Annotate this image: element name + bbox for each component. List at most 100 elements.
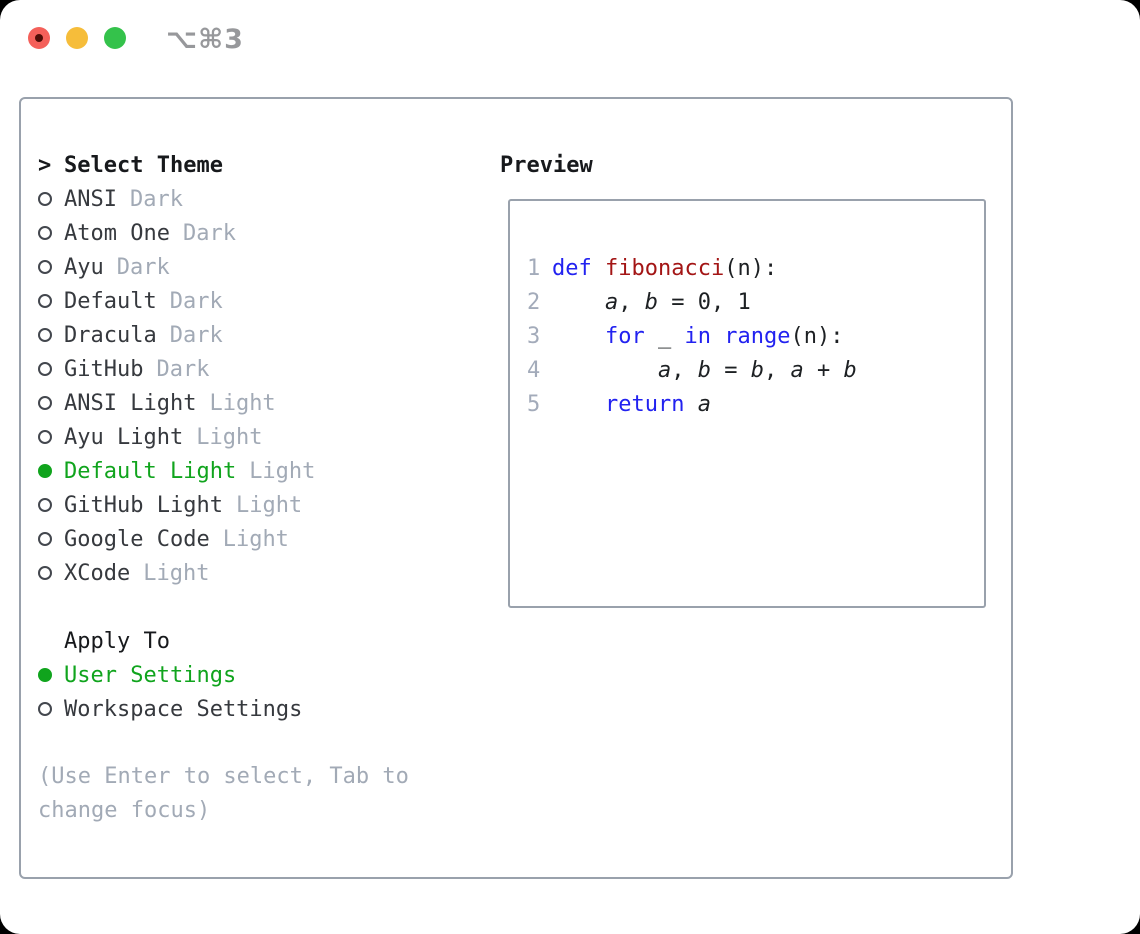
apply-option-label: User Settings	[64, 662, 237, 688]
apply-option-label: Workspace Settings	[64, 696, 303, 722]
theme-option-variant: Dark	[169, 288, 223, 314]
theme-option-github-light-light[interactable]: GitHub Light Light	[38, 488, 498, 522]
theme-option-variant: Dark	[156, 356, 210, 382]
theme-option-variant: Light	[235, 492, 303, 518]
line-number: 4	[527, 357, 541, 383]
code-line: 2 a, b = 0, 1	[510, 285, 984, 319]
radio-unselected-icon[interactable]	[38, 192, 52, 206]
code-token-plain	[592, 256, 605, 281]
code-line: 4 a, b = b, a + b	[510, 353, 984, 387]
select-theme-heading: Select Theme	[64, 152, 223, 178]
theme-option-atom-one-dark[interactable]: Atom One Dark	[38, 216, 498, 250]
code-token-plain: ,	[671, 357, 698, 383]
theme-option-dracula-dark[interactable]: Dracula Dark	[38, 318, 498, 352]
focus-cursor: >	[38, 152, 52, 178]
theme-option-label: Google Code	[64, 526, 210, 552]
code-token-var: a	[697, 391, 711, 417]
radio-unselected-icon[interactable]	[38, 294, 52, 308]
theme-option-label: GitHub Light	[64, 492, 223, 518]
code-token-kw: range	[724, 323, 791, 349]
theme-option-ayu-light-light[interactable]: Ayu Light Light	[38, 420, 498, 454]
code-token-plain	[684, 392, 697, 417]
theme-option-label: XCode	[64, 560, 131, 586]
theme-option-label: ANSI	[64, 186, 117, 212]
theme-option-label: Atom One	[64, 220, 170, 246]
theme-option-label: Default Light	[64, 458, 237, 484]
theme-option-label: Default	[64, 288, 157, 314]
line-number: 2	[527, 289, 541, 315]
theme-option-label: Ayu Light	[64, 424, 184, 450]
theme-option-ansi-dark[interactable]: ANSI Dark	[38, 182, 498, 216]
radio-unselected-icon[interactable]	[38, 702, 52, 716]
theme-option-default-light-light[interactable]: Default Light Light	[38, 454, 498, 488]
radio-unselected-icon[interactable]	[38, 328, 52, 342]
theme-option-label: Dracula	[64, 322, 157, 348]
close-button-dot	[35, 34, 43, 42]
radio-unselected-icon[interactable]	[38, 226, 52, 240]
code-token-plain	[552, 392, 605, 417]
preview-heading: Preview	[500, 152, 593, 178]
code-token-plain: _	[644, 323, 685, 349]
radio-unselected-icon[interactable]	[38, 566, 52, 580]
apply-option-user-settings[interactable]: User Settings	[38, 658, 498, 692]
theme-option-google-code-light[interactable]: Google Code Light	[38, 522, 498, 556]
spacer	[38, 726, 498, 760]
apply-option-workspace-settings[interactable]: Workspace Settings	[38, 692, 498, 726]
help-text: (Use Enter to select, Tab to change focu…	[38, 764, 409, 823]
maximize-button[interactable]	[104, 27, 126, 49]
code-token-plain: (n):	[790, 323, 844, 349]
theme-option-variant: Dark	[169, 322, 223, 348]
code-token-var: b	[697, 357, 711, 383]
theme-option-variant: Light	[249, 458, 316, 484]
theme-option-variant: Light	[196, 424, 263, 450]
radio-selected-icon[interactable]	[38, 668, 52, 682]
code-token-plain	[552, 358, 658, 383]
theme-option-github-dark[interactable]: GitHub Dark	[38, 352, 498, 386]
theme-option-label: Ayu	[64, 254, 104, 280]
code-token-plain: +	[803, 357, 844, 383]
theme-option-variant: Light	[222, 526, 289, 552]
code-token-var: b	[843, 357, 857, 383]
code-token-plain: ,	[763, 357, 791, 383]
theme-option-variant: Light	[143, 560, 210, 586]
radio-unselected-icon[interactable]	[38, 430, 52, 444]
code-token-kw: return	[604, 391, 685, 417]
radio-unselected-icon[interactable]	[38, 532, 52, 546]
theme-option-label: GitHub	[64, 356, 144, 382]
theme-option-default-dark[interactable]: Default Dark	[38, 284, 498, 318]
blank-line	[510, 421, 984, 455]
line-number: 3	[527, 323, 541, 349]
code-token-plain	[711, 324, 724, 349]
radio-unselected-icon[interactable]	[38, 396, 52, 410]
radio-unselected-icon[interactable]	[38, 498, 52, 512]
window-title-shortcut: ⌥⌘3	[166, 24, 244, 55]
theme-option-variant: Dark	[129, 186, 183, 212]
code-token-var: b	[644, 289, 658, 315]
radio-selected-icon[interactable]	[38, 464, 52, 478]
code-line: 5 return a	[510, 387, 984, 421]
code-token-plain	[552, 324, 605, 349]
code-token-fn: fibonacci	[605, 255, 725, 281]
code-token-kw: for	[604, 323, 645, 349]
code-token-var: a	[604, 289, 619, 315]
code-token-var: b	[750, 357, 764, 383]
theme-option-xcode-light[interactable]: XCode Light	[38, 556, 498, 590]
theme-option-label: ANSI Light	[64, 390, 197, 416]
close-button[interactable]	[28, 27, 50, 49]
code-token-plain: = 0, 1	[657, 289, 751, 315]
theme-option-variant: Dark	[182, 220, 236, 246]
radio-unselected-icon[interactable]	[38, 260, 52, 274]
select-theme-heading-row: > Select Theme	[38, 148, 498, 182]
radio-unselected-icon[interactable]	[38, 362, 52, 376]
minimize-button[interactable]	[66, 27, 88, 49]
